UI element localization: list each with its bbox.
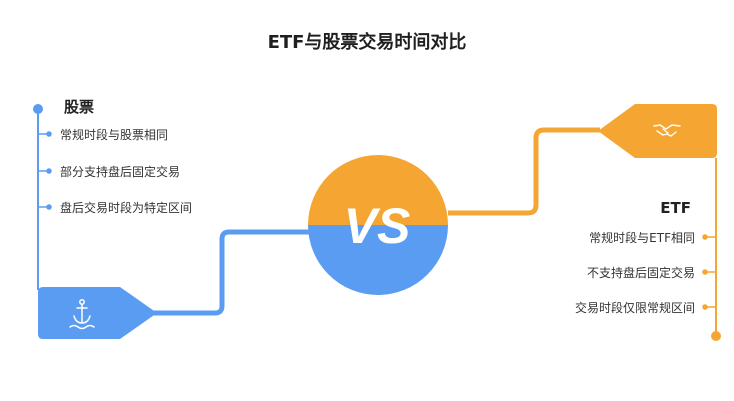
right-item-markers	[702, 234, 716, 310]
left-tag	[38, 287, 157, 339]
right-item-3: 交易时段仅限常规区间	[574, 301, 695, 315]
left-item-3: 盘后交易时段为特定区间	[60, 201, 193, 215]
right-heading: ETF	[660, 199, 691, 217]
page-title: ETF与股票交易时间对比	[267, 32, 467, 53]
left-item-markers	[38, 131, 52, 210]
vs-circle-top	[308, 155, 448, 225]
anchor-icon	[69, 299, 95, 330]
vs-text: VS	[344, 198, 411, 254]
left-connector	[150, 229, 330, 316]
vs-circle-bottom	[308, 225, 448, 295]
handshake-icon	[653, 124, 681, 137]
right-connector	[448, 127, 600, 216]
left-heading: 股票	[64, 98, 95, 116]
right-timeline-dot	[711, 331, 721, 341]
right-item-2: 不支持盘后固定交易	[586, 266, 695, 280]
left-item-2: 部分支持盘后固定交易	[60, 165, 181, 179]
left-timeline-dot	[33, 104, 43, 114]
left-item-1: 常规时段与股票相同	[60, 128, 169, 142]
right-item-1: 常规时段与ETF相同	[589, 231, 695, 245]
